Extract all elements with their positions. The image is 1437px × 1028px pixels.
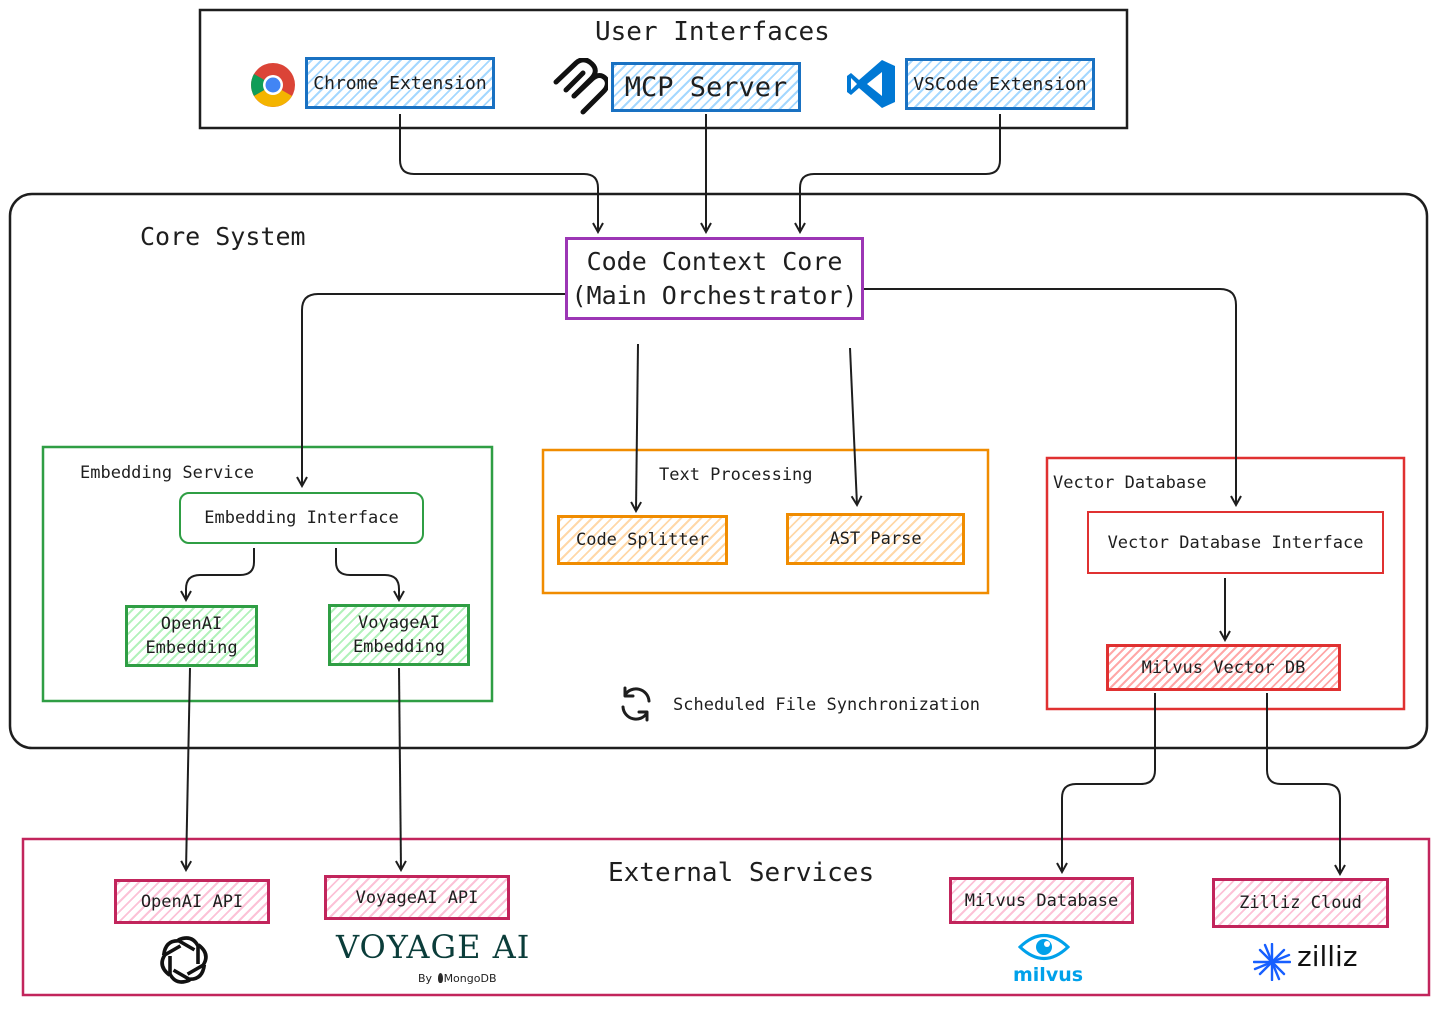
- mongodb-leaf-icon: [437, 973, 443, 983]
- ast-parse-node[interactable]: AST Parse: [786, 513, 965, 565]
- core-title-line1: Code Context Core: [586, 246, 843, 276]
- openai-embedding-line1: OpenAI: [160, 614, 223, 634]
- core-system-frame: [8, 192, 1429, 750]
- vscode-extension-node[interactable]: VSCode Extension: [905, 58, 1095, 110]
- vector-database-frame: [1045, 456, 1406, 711]
- arrow-milvus-to-database: [1062, 693, 1156, 872]
- milvus-eye-icon: [1017, 932, 1071, 962]
- sync-icon: [616, 684, 656, 724]
- vector-database-interface-node[interactable]: Vector Database Interface: [1087, 511, 1384, 574]
- vector-database-title: Vector Database: [1053, 473, 1207, 493]
- mcp-server-node[interactable]: MCP Server: [611, 62, 801, 112]
- vscode-icon: [845, 58, 897, 110]
- code-context-core-node[interactable]: Code Context Core (Main Orchestrator): [565, 237, 864, 320]
- arrow-core-to-ast-parse: [849, 347, 857, 505]
- arrow-vscode-to-core: [800, 114, 1001, 232]
- mcp-server-label: MCP Server: [624, 71, 788, 103]
- vscode-extension-label: VSCode Extension: [913, 73, 1087, 95]
- voyage-ai-logo-by: By: [418, 972, 433, 985]
- openai-api-label: OpenAI API: [140, 891, 244, 912]
- embedding-service-title: Embedding Service: [80, 463, 254, 483]
- external-services-title: External Services: [608, 858, 875, 888]
- zilliz-star-icon: [1252, 942, 1292, 982]
- voyageai-embedding-line1: VoyageAI: [358, 613, 440, 633]
- chrome-extension-label: Chrome Extension: [313, 72, 487, 94]
- voyage-ai-logo-brand: MongoDB: [443, 972, 497, 985]
- openai-embedding-line2: Embedding: [145, 638, 238, 658]
- zilliz-cloud-label: Zilliz Cloud: [1239, 893, 1362, 913]
- core-system-title: Core System: [140, 222, 306, 251]
- zilliz-cloud-node[interactable]: Zilliz Cloud: [1212, 878, 1389, 928]
- arrow-core-to-embedding-interface: [302, 293, 565, 486]
- arrow-interface-to-voyage-embedding: [335, 548, 399, 600]
- milvus-vector-db-label: Milvus Vector DB: [1141, 657, 1306, 678]
- milvus-database-node[interactable]: Milvus Database: [949, 877, 1134, 924]
- voyage-ai-logo-sub: By MongoDB: [418, 972, 496, 985]
- arrow-openai-embedding-to-api: [186, 667, 190, 870]
- text-processing-title: Text Processing: [659, 465, 813, 485]
- arrow-core-to-vector-interface: [864, 288, 1236, 505]
- arrow-interface-to-openai-embedding: [186, 548, 255, 600]
- embedding-interface-node[interactable]: Embedding Interface: [179, 492, 424, 544]
- chrome-extension-node[interactable]: Chrome Extension: [305, 57, 495, 109]
- arrow-voyage-embedding-to-api: [399, 667, 401, 870]
- arrow-milvus-to-zilliz: [1266, 693, 1340, 874]
- milvus-vector-db-node[interactable]: Milvus Vector DB: [1106, 644, 1341, 691]
- arrow-core-to-code-splitter: [636, 343, 638, 511]
- voyageai-api-node[interactable]: VoyageAI API: [324, 875, 510, 920]
- core-title-line2: (Main Orchestrator): [571, 280, 858, 310]
- mcp-icon: [552, 57, 610, 116]
- voyageai-embedding-line2: Embedding: [352, 637, 446, 657]
- openai-logo-icon: [156, 932, 212, 988]
- text-processing-frame: [541, 448, 990, 595]
- user-interfaces-frame: [198, 8, 1129, 130]
- voyage-ai-logo-text: VOYAGE AI: [336, 928, 531, 966]
- ast-parse-label: AST Parse: [829, 529, 922, 549]
- zilliz-logo-text: zilliz: [1297, 940, 1358, 973]
- openai-api-node[interactable]: OpenAI API: [114, 879, 270, 924]
- milvus-logo-text: milvus: [1013, 964, 1084, 986]
- external-services-frame: [21, 837, 1431, 997]
- milvus-database-label: Milvus Database: [964, 890, 1119, 911]
- voyageai-embedding-node[interactable]: VoyageAI Embedding: [328, 604, 470, 666]
- voyageai-api-label: VoyageAI API: [355, 887, 479, 908]
- sync-label: Scheduled File Synchronization: [673, 695, 981, 715]
- vector-database-interface-label: Vector Database Interface: [1107, 532, 1364, 553]
- code-splitter-node[interactable]: Code Splitter: [557, 515, 728, 565]
- code-splitter-label: Code Splitter: [575, 530, 710, 550]
- chrome-icon: [250, 62, 296, 108]
- embedding-interface-label: Embedding Interface: [204, 508, 399, 528]
- embedding-service-frame: [41, 445, 494, 703]
- arrow-chrome-to-core: [399, 114, 598, 232]
- openai-embedding-node[interactable]: OpenAI Embedding: [125, 605, 258, 667]
- user-interfaces-title: User Interfaces: [595, 17, 830, 47]
